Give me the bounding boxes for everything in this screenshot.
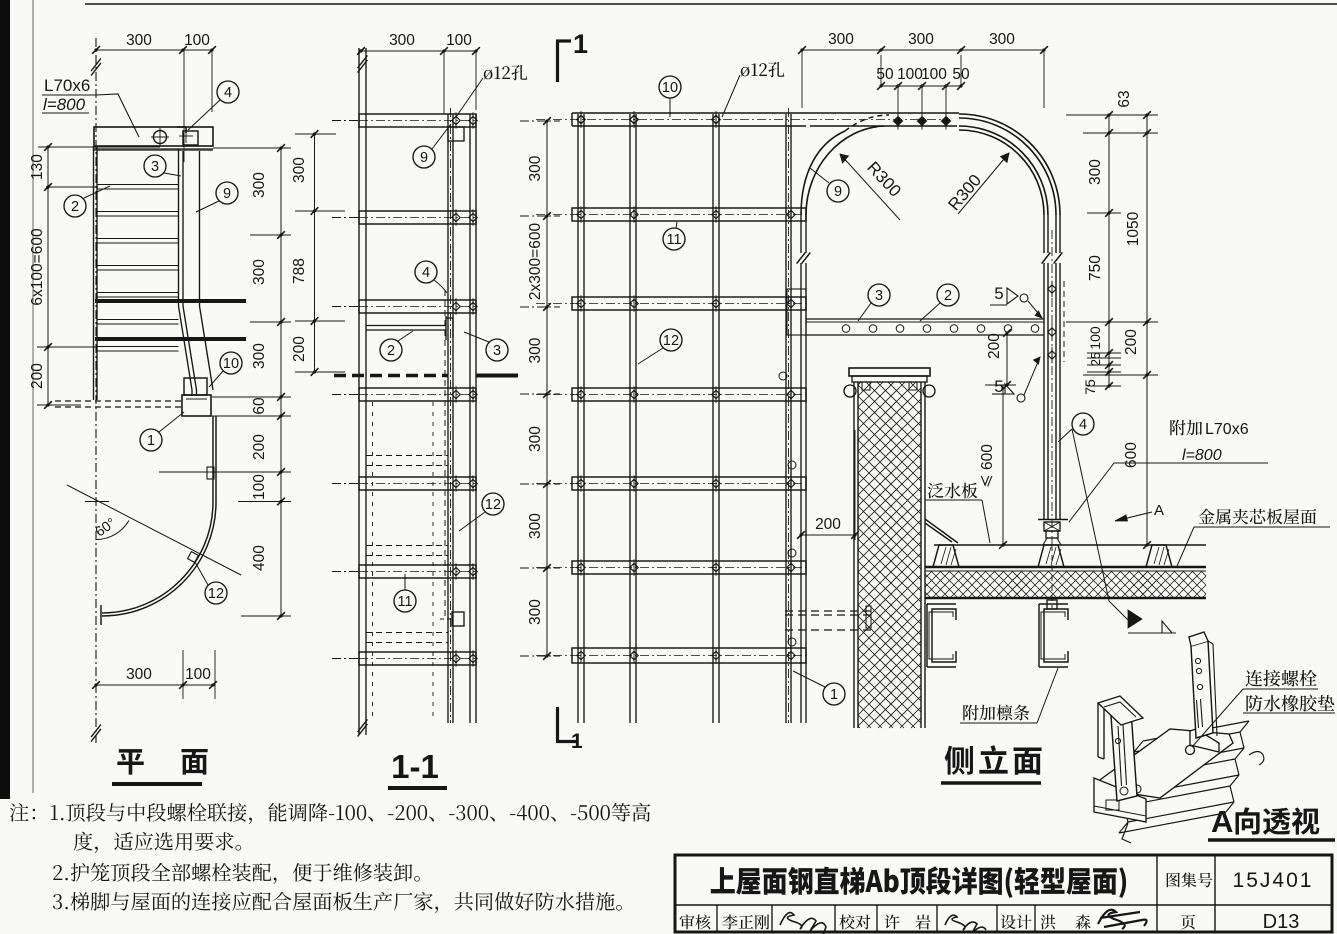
svg-text:6x100=600: 6x100=600 bbox=[29, 228, 46, 306]
svg-text:9: 9 bbox=[223, 186, 231, 202]
svg-text:100: 100 bbox=[921, 66, 947, 83]
svg-text:11: 11 bbox=[666, 232, 681, 248]
svg-text:1: 1 bbox=[573, 29, 588, 59]
svg-text:1: 1 bbox=[830, 687, 838, 703]
svg-text:9: 9 bbox=[834, 184, 842, 200]
svg-text:300: 300 bbox=[1087, 159, 1104, 185]
svg-text:2: 2 bbox=[387, 343, 395, 359]
svg-text:10: 10 bbox=[223, 356, 239, 372]
svg-text:200: 200 bbox=[1123, 329, 1140, 355]
svg-text:1: 1 bbox=[571, 730, 583, 753]
svg-text:300: 300 bbox=[126, 666, 152, 683]
svg-text:3: 3 bbox=[875, 288, 883, 304]
svg-text:130: 130 bbox=[29, 154, 46, 180]
svg-text:D13: D13 bbox=[1263, 911, 1300, 933]
svg-text:3: 3 bbox=[151, 159, 159, 175]
svg-text:50: 50 bbox=[876, 66, 894, 83]
svg-text:1: 1 bbox=[147, 433, 155, 449]
svg-text:5: 5 bbox=[994, 284, 1003, 303]
svg-text:75: 75 bbox=[1082, 379, 1098, 395]
svg-text:300: 300 bbox=[527, 426, 544, 452]
svg-text:l=800: l=800 bbox=[43, 95, 86, 114]
svg-text:300: 300 bbox=[389, 32, 415, 49]
svg-text:300: 300 bbox=[527, 155, 544, 181]
svg-text:63: 63 bbox=[1116, 90, 1133, 107]
svg-text:200: 200 bbox=[29, 363, 46, 389]
svg-text:2: 2 bbox=[944, 288, 952, 304]
svg-text:100: 100 bbox=[897, 66, 923, 83]
svg-text:100: 100 bbox=[1087, 326, 1103, 350]
svg-text:300: 300 bbox=[828, 31, 854, 48]
svg-text:5: 5 bbox=[994, 377, 1003, 396]
svg-text:100: 100 bbox=[446, 32, 472, 49]
svg-text:400: 400 bbox=[251, 545, 268, 571]
svg-text:300: 300 bbox=[527, 337, 544, 363]
svg-text:4: 4 bbox=[1079, 417, 1087, 433]
svg-text:750: 750 bbox=[1087, 255, 1104, 281]
svg-text:100: 100 bbox=[185, 666, 211, 683]
svg-text:9: 9 bbox=[420, 150, 428, 166]
svg-text:1050: 1050 bbox=[1125, 211, 1142, 246]
svg-text:A: A bbox=[1154, 502, 1164, 519]
svg-text:2: 2 bbox=[71, 199, 79, 215]
svg-text:300: 300 bbox=[251, 343, 268, 369]
svg-text:300: 300 bbox=[126, 32, 152, 49]
svg-text:4: 4 bbox=[224, 85, 232, 101]
svg-text:200: 200 bbox=[291, 336, 308, 362]
svg-text:300: 300 bbox=[251, 259, 268, 285]
svg-text:300: 300 bbox=[527, 599, 544, 625]
svg-text:12: 12 bbox=[208, 586, 224, 602]
svg-text:4: 4 bbox=[422, 265, 430, 281]
svg-text:1-1: 1-1 bbox=[391, 748, 439, 785]
svg-text:200: 200 bbox=[251, 434, 268, 460]
svg-text:600: 600 bbox=[1123, 442, 1140, 468]
svg-text:15J401: 15J401 bbox=[1233, 869, 1314, 892]
svg-text:2x300=600: 2x300=600 bbox=[527, 223, 544, 301]
svg-text:300: 300 bbox=[908, 31, 934, 48]
svg-text:L70x6: L70x6 bbox=[44, 76, 90, 95]
svg-text:100: 100 bbox=[251, 474, 268, 500]
svg-text:l=800: l=800 bbox=[1182, 447, 1222, 464]
svg-text:300: 300 bbox=[251, 172, 268, 198]
svg-text:10: 10 bbox=[662, 80, 678, 96]
svg-text:300: 300 bbox=[291, 157, 308, 183]
svg-text:60: 60 bbox=[251, 397, 268, 415]
svg-text:25: 25 bbox=[1089, 352, 1103, 366]
svg-text:200: 200 bbox=[986, 333, 1003, 359]
svg-text:200: 200 bbox=[815, 516, 841, 533]
svg-text:300: 300 bbox=[989, 31, 1015, 48]
svg-text:600: 600 bbox=[979, 444, 996, 470]
svg-text:L70x6: L70x6 bbox=[1205, 421, 1249, 438]
svg-text:A: A bbox=[1211, 804, 1233, 839]
svg-text:12: 12 bbox=[663, 333, 679, 349]
svg-text:12: 12 bbox=[485, 497, 501, 513]
svg-text:300: 300 bbox=[527, 513, 544, 539]
svg-text:100: 100 bbox=[184, 32, 210, 49]
svg-text:788: 788 bbox=[291, 258, 308, 284]
svg-text:11: 11 bbox=[397, 594, 412, 610]
svg-text:3: 3 bbox=[493, 343, 501, 359]
